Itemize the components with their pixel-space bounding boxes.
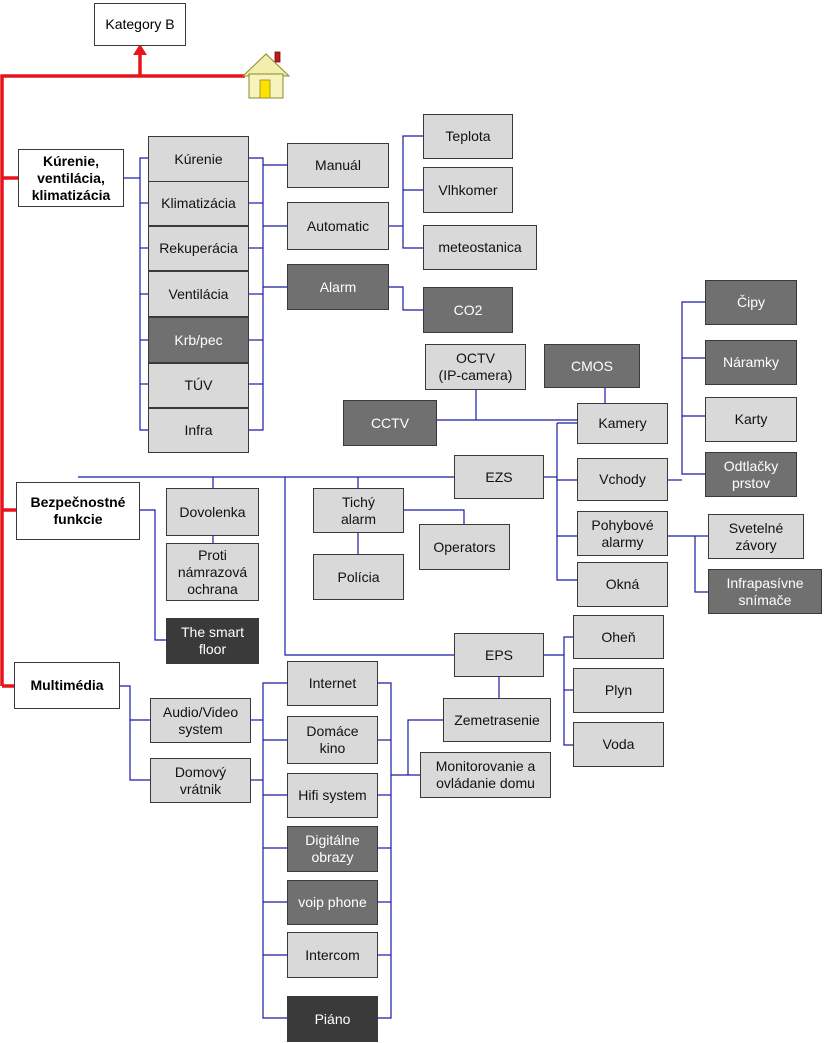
node-vlhkomer: Vlhkomer bbox=[423, 167, 513, 213]
node-eps: EPS bbox=[454, 633, 544, 677]
node-voip: voip phone bbox=[287, 880, 378, 925]
node-automatic: Automatic bbox=[287, 202, 389, 250]
node-kurenie: Kúrenie bbox=[148, 136, 249, 182]
node-internet: Internet bbox=[287, 661, 378, 706]
node-octv: OCTV (IP-camera) bbox=[425, 344, 526, 390]
node-digitalne: Digitálne obrazy bbox=[287, 826, 378, 872]
node-kurenie-cat: Kúrenie, ventilácia, klimatizácia bbox=[18, 149, 124, 207]
node-ezs: EZS bbox=[454, 455, 544, 499]
node-protinamraz: Proti námrazová ochrana bbox=[166, 543, 259, 601]
node-co2: CO2 bbox=[423, 287, 513, 333]
node-ohen: Oheň bbox=[573, 615, 664, 659]
node-rekuperacia: Rekuperácia bbox=[148, 226, 249, 271]
node-teplota: Teplota bbox=[423, 114, 513, 159]
node-zemetrasenie: Zemetrasenie bbox=[443, 698, 551, 742]
node-policia: Polícia bbox=[313, 554, 404, 600]
node-domovy: Domový vrátnik bbox=[150, 758, 251, 803]
node-ventilacia: Ventilácia bbox=[148, 271, 249, 317]
node-karty: Karty bbox=[705, 397, 797, 442]
node-manual: Manuál bbox=[287, 143, 389, 188]
node-cipy: Čipy bbox=[705, 280, 797, 325]
node-multimedia: Multimédia bbox=[14, 662, 120, 709]
node-krb: Krb/pec bbox=[148, 317, 249, 363]
node-dovolenka: Dovolenka bbox=[166, 488, 259, 536]
node-pohybove: Pohybové alarmy bbox=[577, 511, 668, 556]
node-infrapasivne: Infrapasívne snímače bbox=[708, 569, 822, 614]
node-okna: Okná bbox=[577, 562, 668, 607]
node-tuv: TÚV bbox=[148, 363, 249, 408]
node-odtlacky: Odtlačky prstov bbox=[705, 452, 797, 497]
node-cctv: CCTV bbox=[343, 400, 437, 446]
node-plyn: Plyn bbox=[573, 668, 664, 713]
node-piano: Piáno bbox=[287, 996, 378, 1042]
node-naramky: Náramky bbox=[705, 340, 797, 385]
node-vchody: Vchody bbox=[577, 458, 668, 501]
node-alarm: Alarm bbox=[287, 264, 389, 310]
node-hifi: Hifi system bbox=[287, 773, 378, 818]
node-tichy: Tichý alarm bbox=[313, 488, 404, 533]
node-monitorovanie: Monitorovanie a ovládanie domu bbox=[420, 752, 551, 798]
node-kamery: Kamery bbox=[577, 403, 668, 444]
node-voda: Voda bbox=[573, 722, 664, 767]
node-audiovideo: Audio/Video system bbox=[150, 698, 251, 743]
node-domacekino: Domáce kino bbox=[287, 716, 378, 764]
node-svetelne: Svetelné závory bbox=[708, 514, 804, 559]
node-infra: Infra bbox=[148, 408, 249, 453]
node-klimatizacia: Klimatizácia bbox=[148, 181, 249, 226]
node-operators: Operators bbox=[419, 524, 510, 570]
node-bezpecnost: Bezpečnostné funkcie bbox=[16, 482, 140, 540]
node-intercom: Intercom bbox=[287, 932, 378, 978]
node-kategory: Kategory B bbox=[94, 3, 186, 46]
node-smartfloor: The smart floor bbox=[166, 618, 259, 664]
node-cmos: CMOS bbox=[544, 344, 640, 388]
house-icon bbox=[241, 50, 291, 102]
node-meteostanica: meteostanica bbox=[423, 225, 537, 270]
